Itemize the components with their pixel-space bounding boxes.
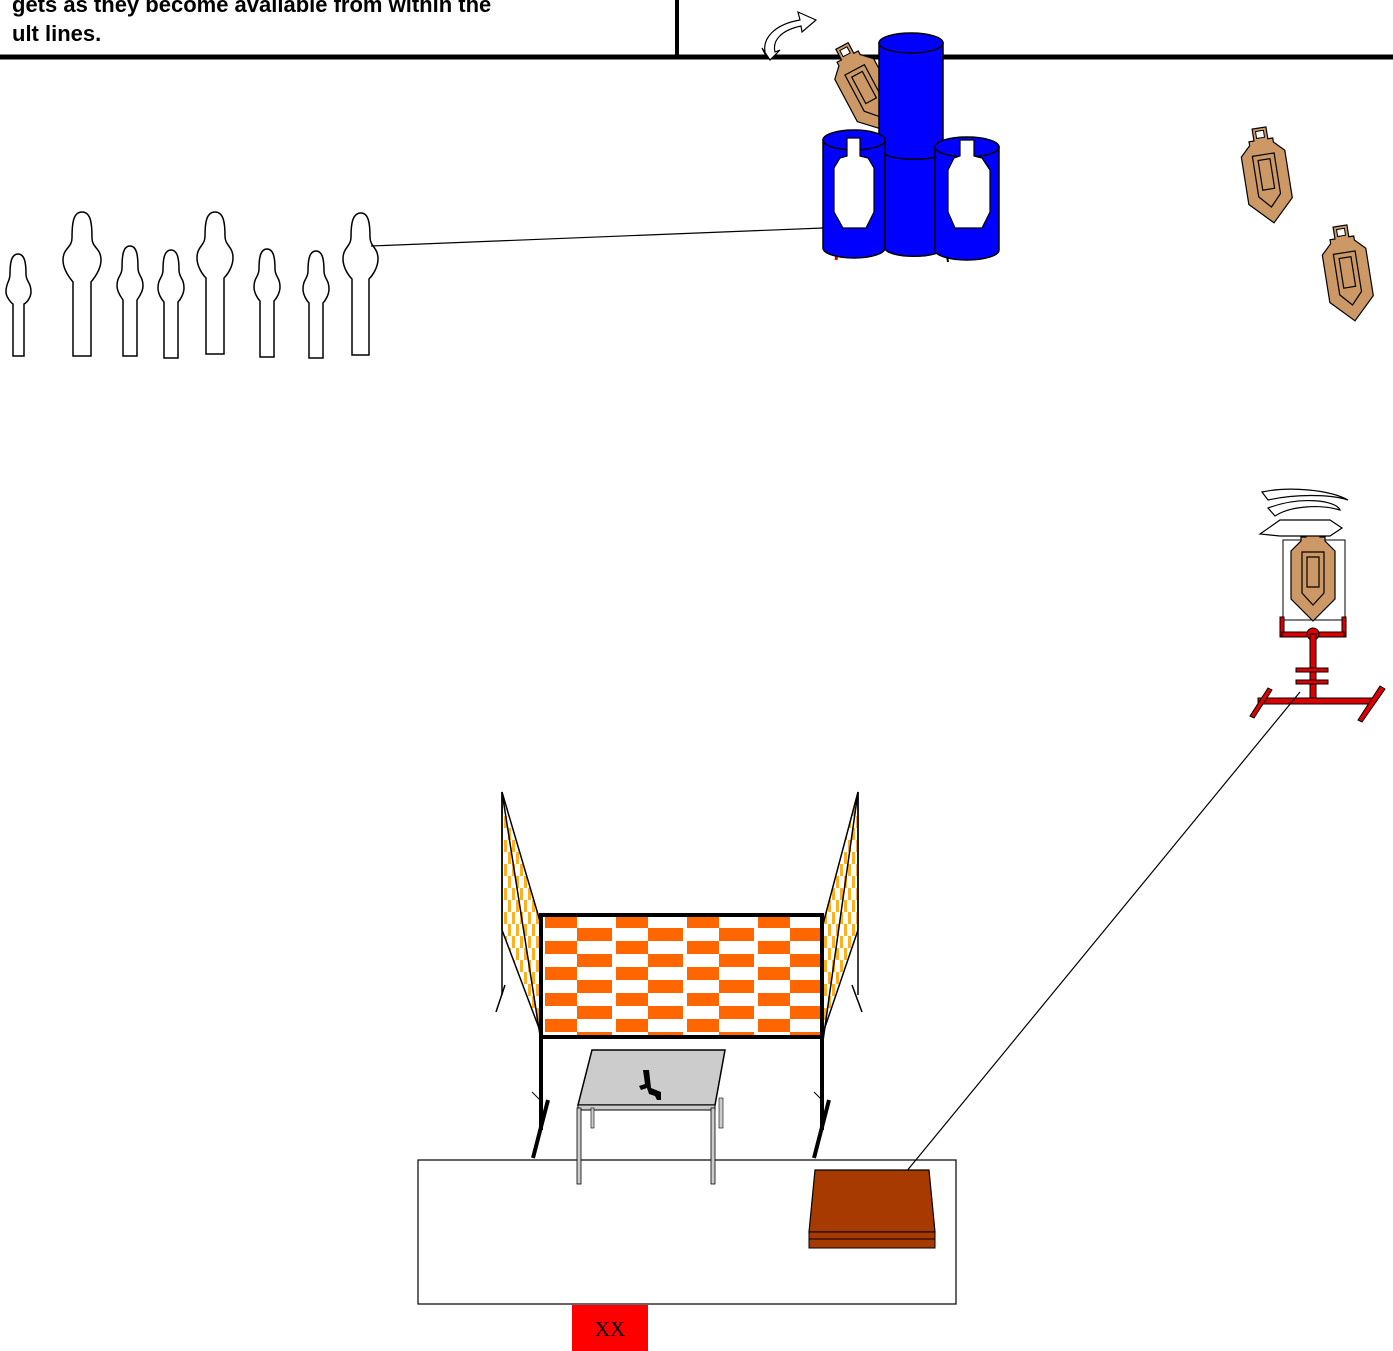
no-shoot-target-icon [157,249,185,359]
no-shoot-target-icon [116,245,144,357]
no-shoot-target-icon [62,211,102,357]
start-position-marker: XX [572,1305,648,1351]
barrel-icon [934,136,1000,261]
no-shoot-target-icon [342,212,379,356]
briefing-text-line-2: ult lines. [12,21,101,46]
briefing-text-line-1: gets as they become available from withi… [12,0,491,17]
right-wing-barricade [821,791,863,1049]
pistol-icon [639,1070,661,1100]
table [576,1049,726,1185]
left-wing-barricade [495,791,543,1049]
barrel-icon [822,129,886,259]
start-marker-box [572,1305,648,1351]
start-marker-label: XX [595,1317,625,1341]
no-shoot-target-icon [302,250,330,359]
no-shoot-target-icon [196,211,234,355]
no-shoot-target-icon [833,137,875,229]
paper-target-icon [1236,123,1297,227]
barrel-stack [822,32,1000,263]
box [808,1169,936,1249]
turning-target-stand [1249,488,1386,723]
callout-line [905,691,1301,1173]
callout-line [370,227,824,247]
swing-arrow-icon [761,10,818,61]
no-shoot-targets [5,211,379,359]
no-shoot-target-icon [5,253,32,357]
paper-target-icon [1317,221,1378,325]
spin-arrow-icon [1258,488,1349,537]
briefing-header: gets as they become available from withi… [0,0,1393,60]
no-shoot-target-icon [253,248,281,358]
front-barricade [531,913,831,1159]
swinging-target [761,10,908,142]
shooting-area [417,1159,957,1305]
no-shoot-target-icon [947,139,991,229]
